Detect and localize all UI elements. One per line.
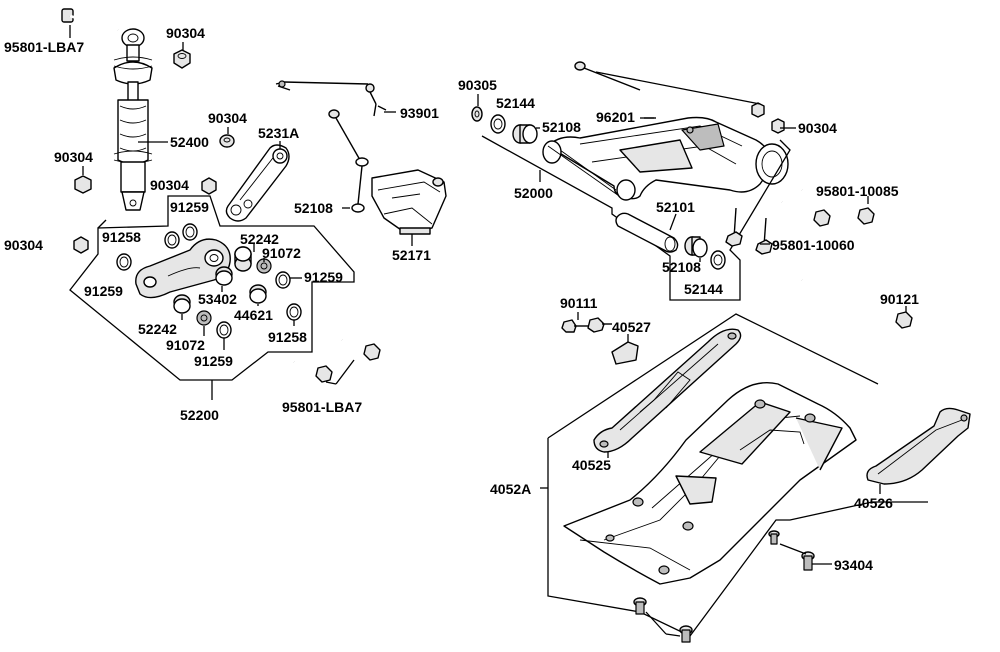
nut-icon (751, 102, 765, 118)
part-label-95801-10085: 95801-10085 (816, 183, 899, 199)
part-label-4052a: 4052A (490, 481, 531, 497)
part-label-90304-mid2: 90304 (150, 177, 189, 193)
part-label-40526: 40526 (854, 495, 893, 511)
part-label-91072-a: 91072 (262, 245, 301, 261)
part-label-5231a: 5231A (258, 125, 299, 141)
link-rod-icon (328, 109, 369, 213)
o-ring-icon (490, 114, 506, 134)
part-label-52171: 52171 (392, 247, 431, 263)
swing-arm-icon (542, 116, 789, 201)
o-ring-icon (216, 321, 232, 339)
washer-icon (74, 175, 92, 194)
bushing-icon (173, 294, 191, 314)
bushing-icon (249, 284, 267, 304)
part-label-90304-mid1: 90304 (208, 110, 247, 126)
bolt-icon (781, 200, 831, 227)
part-label-90304-left2: 90304 (4, 237, 43, 253)
bolt-icon (574, 61, 641, 91)
bolt-icon (801, 188, 875, 225)
part-label-91259-c: 91259 (84, 283, 123, 299)
part-label-52108-c: 52108 (662, 259, 701, 275)
assembly-bracket-4052a (547, 313, 928, 637)
nut-icon (201, 177, 217, 195)
o-ring-icon (275, 271, 291, 289)
side-strip-icon (866, 407, 971, 485)
o-ring-icon (164, 231, 180, 249)
part-label-93404: 93404 (834, 557, 873, 573)
mount-bracket-icon (371, 169, 447, 235)
o-ring-icon (116, 253, 132, 271)
stud-bolt-icon (755, 217, 773, 255)
screw-icon (768, 530, 780, 545)
link-plate-icon (225, 144, 290, 222)
mounting-strip-icon (593, 328, 742, 453)
floor-panel-icon (563, 382, 857, 585)
o-ring-icon (710, 250, 726, 270)
bushing-icon (215, 266, 233, 286)
part-label-90111: 90111 (560, 295, 598, 311)
nut-icon (771, 118, 785, 134)
bushing-icon (684, 236, 708, 258)
assembly-bracket-52200 (69, 195, 355, 381)
part-label-91259-a: 91259 (170, 199, 209, 215)
screw-icon (801, 551, 815, 571)
part-label-52242-b: 52242 (138, 321, 177, 337)
part-label-93901: 93901 (400, 105, 439, 121)
part-label-44621: 44621 (234, 307, 273, 323)
bolt-top-left-icon (61, 8, 119, 32)
assembly-bracket-52000 (481, 135, 791, 301)
part-label-90304-left1: 90304 (54, 149, 93, 165)
part-label-95801-lba7-top: 95801-LBA7 (4, 39, 84, 55)
part-label-53402: 53402 (198, 291, 237, 307)
part-label-52000: 52000 (514, 185, 553, 201)
part-label-95801-10060: 95801-10060 (772, 237, 855, 253)
part-label-40525: 40525 (572, 457, 611, 473)
screw-icon (633, 597, 647, 615)
part-label-52108-b: 52108 (542, 119, 581, 135)
part-label-90304-right: 90304 (798, 120, 837, 136)
part-label-91258-b: 91258 (268, 329, 307, 345)
washer-icon (219, 134, 235, 148)
part-label-91258-a: 91258 (102, 229, 141, 245)
part-label-90121: 90121 (880, 291, 919, 307)
bearing-icon (256, 258, 272, 274)
bolt-small-icon (561, 317, 612, 333)
part-label-52108-a: 52108 (294, 200, 333, 216)
part-label-91072-b: 91072 (166, 337, 205, 353)
part-label-90304-top: 90304 (166, 25, 205, 41)
part-label-95801-lba7-bottom: 95801-LBA7 (282, 399, 362, 415)
clip-icon (611, 341, 639, 365)
part-label-91259-d: 91259 (194, 353, 233, 369)
part-label-52242-a: 52242 (240, 231, 279, 247)
part-label-52144-b: 52144 (684, 281, 723, 297)
pivot-shaft-icon (615, 212, 679, 253)
cable-icon (275, 80, 387, 117)
nut-icon (73, 236, 89, 254)
o-ring-icon (182, 223, 198, 241)
part-label-52101: 52101 (656, 199, 695, 215)
part-label-96201: 96201 (596, 109, 635, 125)
part-label-40527: 40527 (612, 319, 651, 335)
shock-absorber-icon (113, 28, 153, 211)
bolt-icon (293, 360, 333, 383)
part-label-91259-b: 91259 (304, 269, 343, 285)
stud-bolt-icon (725, 207, 743, 247)
washer-icon (471, 106, 483, 122)
bolt-icon (341, 338, 381, 361)
part-label-90305: 90305 (458, 77, 497, 93)
bearing-icon (196, 310, 212, 326)
part-label-52400: 52400 (170, 134, 209, 150)
o-ring-icon (286, 303, 302, 321)
part-label-52144-a: 52144 (496, 95, 535, 111)
screw-icon (679, 625, 693, 643)
nut-icon (173, 49, 191, 69)
bushing-icon (234, 246, 252, 272)
part-label-52200: 52200 (180, 407, 219, 423)
bushing-icon (512, 124, 538, 144)
cushion-lever-icon (135, 238, 231, 299)
